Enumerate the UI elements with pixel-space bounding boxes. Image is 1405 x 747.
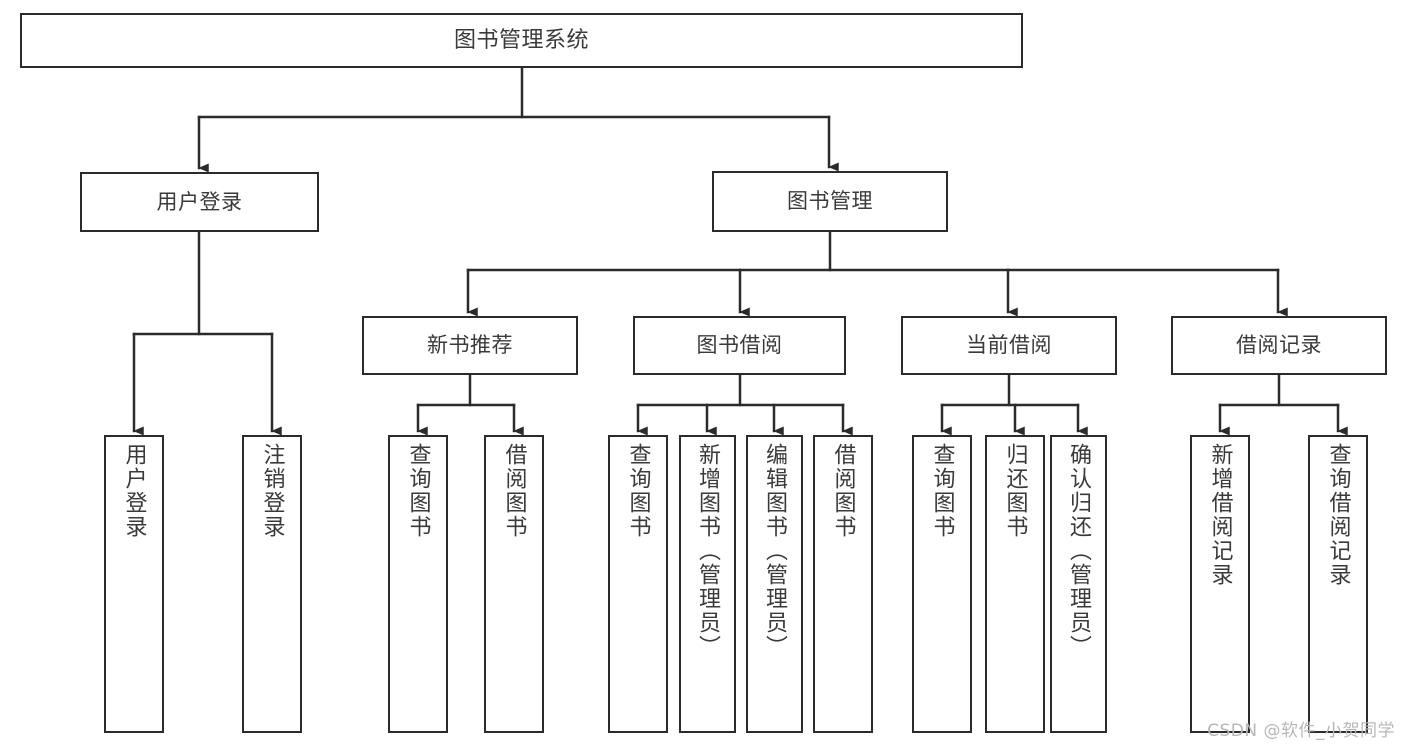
node-book-manage-label: 图书管理 bbox=[787, 189, 873, 214]
node-new-book-recommend-label: 新书推荐 bbox=[427, 333, 513, 358]
node-leaf-confirm-return-admin-label: 确认归还（管理员） bbox=[1066, 443, 1092, 659]
node-leaf-add-book-admin[interactable]: 新增图书（管理员） bbox=[679, 435, 736, 733]
node-book-borrow-label: 图书借阅 bbox=[696, 333, 783, 358]
node-leaf-add-borrow-record[interactable]: 新增借阅记录 bbox=[1190, 435, 1250, 733]
node-leaf-add-borrow-record-label: 新增借阅记录 bbox=[1207, 443, 1233, 587]
node-leaf-user-login-label: 用户登录 bbox=[121, 443, 147, 539]
watermark: CSDN @软件_小贺同学 bbox=[1207, 721, 1395, 741]
node-leaf-query-book-3[interactable]: 查询图书 bbox=[912, 435, 972, 733]
node-leaf-confirm-return-admin[interactable]: 确认归还（管理员） bbox=[1050, 435, 1107, 733]
node-leaf-borrow-book-1[interactable]: 借阅图书 bbox=[484, 435, 544, 733]
node-book-borrow[interactable]: 图书借阅 bbox=[633, 316, 846, 375]
node-leaf-query-book-2-label: 查询图书 bbox=[625, 443, 651, 539]
node-user-login-label: 用户登录 bbox=[156, 189, 243, 214]
node-leaf-borrow-book-2-label: 借阅图书 bbox=[830, 443, 856, 539]
node-leaf-return-book[interactable]: 归还图书 bbox=[985, 435, 1045, 733]
node-user-login[interactable]: 用户登录 bbox=[80, 172, 319, 232]
node-leaf-query-borrow-record-label: 查询借阅记录 bbox=[1325, 443, 1351, 587]
node-borrow-record[interactable]: 借阅记录 bbox=[1171, 316, 1387, 375]
node-borrow-record-label: 借阅记录 bbox=[1236, 333, 1322, 358]
node-leaf-query-book-1-label: 查询图书 bbox=[405, 443, 431, 539]
node-leaf-add-book-admin-label: 新增图书（管理员） bbox=[695, 443, 721, 659]
node-root-label: 图书管理系统 bbox=[453, 27, 589, 53]
node-new-book-recommend[interactable]: 新书推荐 bbox=[362, 316, 578, 375]
node-leaf-query-book-1[interactable]: 查询图书 bbox=[388, 435, 448, 733]
node-current-borrow-label: 当前借阅 bbox=[966, 333, 1052, 358]
node-leaf-user-login[interactable]: 用户登录 bbox=[104, 435, 164, 733]
node-leaf-edit-book-admin-label: 编辑图书（管理员） bbox=[762, 443, 788, 659]
node-leaf-logout-label: 注销登录 bbox=[259, 443, 285, 539]
node-leaf-query-book-3-label: 查询图书 bbox=[929, 443, 955, 539]
node-leaf-logout[interactable]: 注销登录 bbox=[242, 435, 302, 733]
node-leaf-borrow-book-1-label: 借阅图书 bbox=[501, 443, 527, 539]
node-leaf-query-book-2[interactable]: 查询图书 bbox=[608, 435, 668, 733]
node-root[interactable]: 图书管理系统 bbox=[20, 13, 1023, 68]
node-leaf-edit-book-admin[interactable]: 编辑图书（管理员） bbox=[746, 435, 803, 733]
node-leaf-query-borrow-record[interactable]: 查询借阅记录 bbox=[1308, 435, 1368, 733]
node-leaf-borrow-book-2[interactable]: 借阅图书 bbox=[813, 435, 873, 733]
node-book-manage[interactable]: 图书管理 bbox=[712, 171, 948, 232]
node-leaf-return-book-label: 归还图书 bbox=[1002, 443, 1028, 539]
node-current-borrow[interactable]: 当前借阅 bbox=[901, 316, 1117, 375]
